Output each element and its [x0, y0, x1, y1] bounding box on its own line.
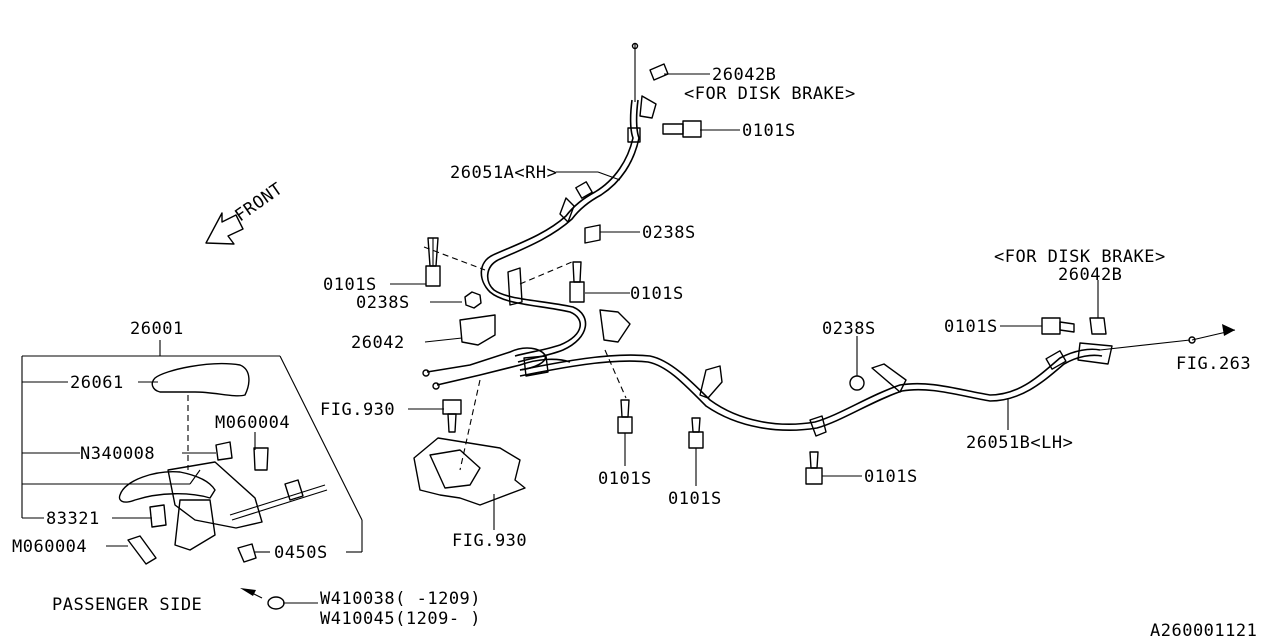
diagram-id: A260001121 — [1150, 621, 1257, 640]
label-for-disk-brake-top: <FOR DISK BRAKE> — [684, 84, 856, 104]
label-fig930-a: FIG.930 — [320, 400, 395, 420]
label-0450s: 0450S — [274, 543, 328, 563]
label-26001: 26001 — [130, 319, 184, 339]
label-26042b-right: 26042B — [1058, 265, 1122, 285]
label-26061: 26061 — [70, 373, 124, 393]
clip-icon — [584, 224, 601, 244]
label-0101s-top: 0101S — [742, 121, 796, 141]
label-0101s-b2: 0101S — [668, 489, 722, 509]
label-0101s-b3: 0101S — [864, 467, 918, 487]
clip-icon — [649, 63, 669, 81]
plug-icon — [240, 588, 318, 610]
label-0101s-right: 0101S — [944, 317, 998, 337]
bolt-icon — [442, 399, 462, 433]
bolt-icon — [425, 237, 441, 287]
floor-panel — [413, 437, 526, 506]
label-0101s-center: 0101S — [630, 284, 684, 304]
bolt-icon — [569, 261, 585, 303]
label-0101s-left: 0101S — [323, 275, 377, 295]
label-26042b-top: 26042B — [712, 65, 776, 85]
label-0238s-left: 0238S — [356, 293, 410, 313]
bolt-icon — [662, 120, 702, 138]
label-w410045: W410045(1209- ) — [320, 609, 481, 629]
label-0238s-mid: 0238S — [642, 223, 696, 243]
bolt-icon — [617, 399, 633, 434]
label-fig263: FIG.263 — [1176, 354, 1251, 374]
label-for-disk-brake-right: <FOR DISK BRAKE> — [994, 247, 1166, 267]
label-26051a-rh: 26051A<RH> — [450, 163, 557, 183]
leader-lines — [106, 73, 1099, 553]
label-fig930-b: FIG.930 — [452, 531, 527, 551]
label-0238s-right: 0238S — [822, 319, 876, 339]
label-26042: 26042 — [351, 333, 405, 353]
label-83321: 83321 — [46, 509, 100, 529]
nut-icon — [849, 375, 865, 391]
label-m060004-a: M060004 — [215, 413, 290, 433]
label-26051b-lh: 26051B<LH> — [966, 433, 1073, 453]
nut-icon — [464, 291, 482, 309]
label-w410038: W410038( -1209) — [320, 589, 481, 609]
bolt-icon — [688, 417, 704, 449]
label-passenger-side: PASSENGER SIDE — [52, 595, 202, 615]
bolt-icon — [805, 451, 823, 485]
front-label: FRONT — [231, 179, 286, 226]
label-n340008: N340008 — [80, 444, 155, 464]
clip-icon — [1089, 317, 1107, 335]
label-0101s-b1: 0101S — [598, 469, 652, 489]
label-m060004-b: M060004 — [12, 537, 87, 557]
brake-lever-assembly — [118, 362, 328, 565]
bolt-icon — [1041, 317, 1075, 335]
front-arrow-icon — [205, 212, 244, 245]
cable-26051b — [519, 309, 1236, 437]
assembly-bracket-26001 — [21, 340, 363, 553]
